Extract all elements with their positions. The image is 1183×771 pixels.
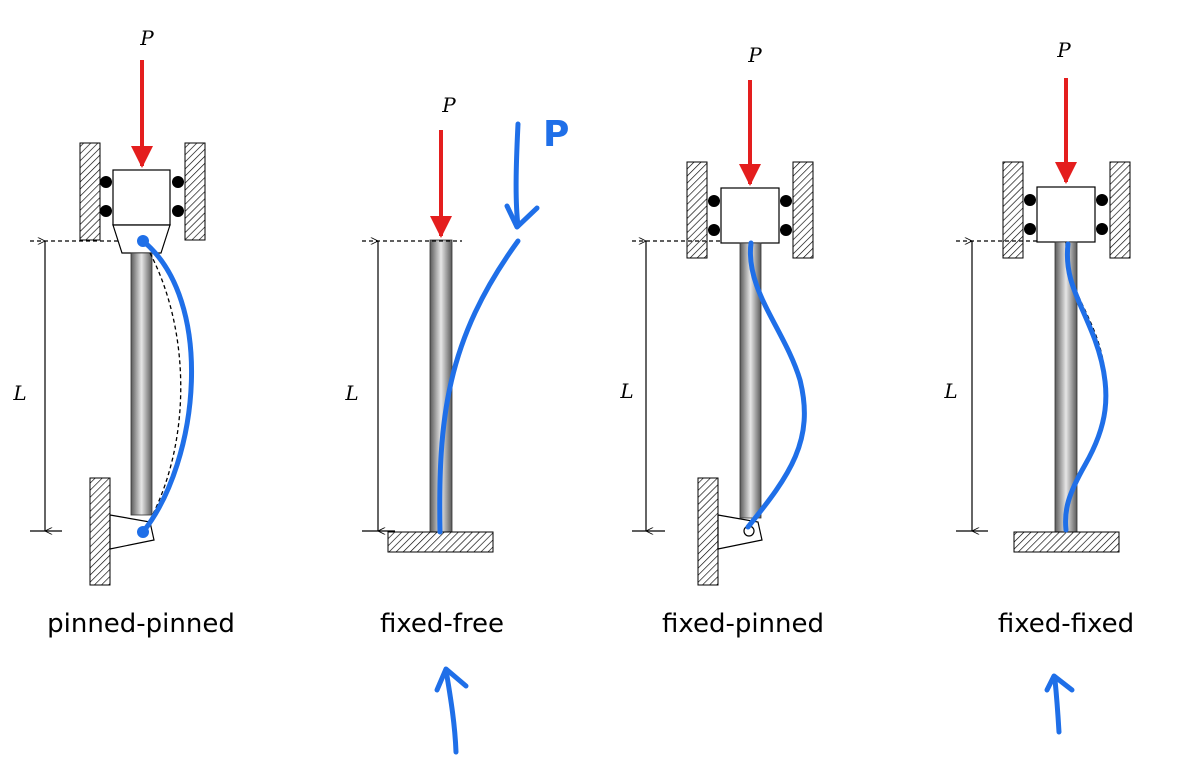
- guide-wall-right: [792, 161, 814, 259]
- base-wall: [697, 477, 719, 586]
- case-fixed-fixed: P L fixed-fixed: [934, 38, 1134, 735]
- hand-drawn-arrow-icon: [513, 121, 521, 229]
- roller: [1024, 223, 1036, 235]
- roller-guide-icon: [720, 187, 780, 244]
- roller-guide-icon: [112, 169, 171, 226]
- roller: [172, 176, 184, 188]
- guide-wall-right: [1109, 161, 1131, 259]
- load-arrowhead: [739, 164, 761, 186]
- case-title: fixed-free: [380, 609, 504, 639]
- case-pinned-pinned: P L pinned-pinned: [8, 26, 235, 639]
- base-wall: [89, 477, 111, 586]
- hand-drawn-arrow-icon: [443, 667, 459, 755]
- load-arrowhead: [1055, 162, 1077, 184]
- case-fixed-free: P L P fixed-free: [339, 93, 569, 755]
- load-label: P: [1056, 38, 1071, 62]
- length-label: L: [943, 379, 957, 403]
- roller: [708, 224, 720, 236]
- case-title: fixed-pinned: [662, 609, 824, 639]
- length-label: L: [12, 381, 26, 405]
- load-label: P: [139, 26, 154, 50]
- roller: [780, 195, 792, 207]
- roller: [708, 195, 720, 207]
- guide-wall-right: [184, 142, 206, 241]
- roller: [1096, 223, 1108, 235]
- length-label: L: [619, 379, 633, 403]
- guide-wall-left: [79, 142, 101, 241]
- length-label-bg: [339, 378, 369, 408]
- roller: [172, 205, 184, 217]
- case-fixed-pinned: P L fixed-pinned: [610, 43, 824, 639]
- roller: [100, 205, 112, 217]
- roller: [100, 176, 112, 188]
- pin-support-icon: [109, 514, 155, 550]
- length-label-bg: [934, 376, 964, 406]
- hand-drawn-mode-shape: [437, 238, 521, 535]
- fixed-ground-icon: [387, 531, 494, 553]
- column: [130, 252, 153, 516]
- hand-drawn-arrowhead: [504, 203, 540, 230]
- guide-wall-left: [686, 161, 708, 259]
- hand-drawn-mode-shape: [140, 238, 195, 535]
- case-title: fixed-fixed: [998, 609, 1134, 639]
- roller-guide-icon: [1036, 186, 1096, 243]
- hand-drawn-mode-shape: [745, 240, 807, 530]
- hand-drawn-arrowhead: [1044, 673, 1075, 693]
- guide-wall-left: [1002, 161, 1024, 259]
- hand-drawn-arrow-icon: [1052, 677, 1062, 735]
- length-label: L: [344, 381, 358, 405]
- case-title: pinned-pinned: [47, 609, 235, 639]
- roller: [780, 224, 792, 236]
- hand-drawn-arrowhead: [434, 666, 469, 693]
- roller: [1024, 194, 1036, 206]
- buckled-shape: [149, 252, 182, 521]
- length-label-bg: [610, 376, 640, 406]
- load-arrowhead: [430, 216, 452, 238]
- load-arrowhead: [131, 146, 153, 168]
- load-label: P: [747, 43, 762, 67]
- roller: [1096, 194, 1108, 206]
- length-label-bg: [8, 378, 38, 408]
- fixed-ground-icon: [1013, 531, 1120, 553]
- load-label: P: [441, 93, 456, 117]
- hand-drawn-mode-shape: [1063, 241, 1109, 533]
- handwritten-note: P: [543, 114, 569, 155]
